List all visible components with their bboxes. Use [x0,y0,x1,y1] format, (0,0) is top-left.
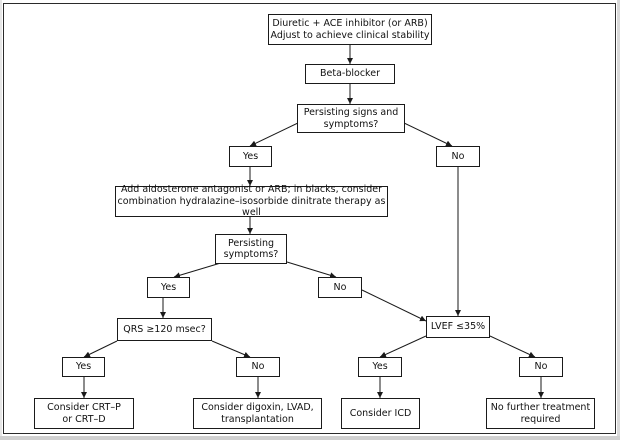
bottom-edge-strip [0,436,620,440]
no-box-signs: No [436,146,480,167]
left-edge-strip [0,0,2,440]
consider-icd-box: Consider ICD [341,398,420,429]
persisting-symptoms-question-box: Persisting symptoms? [215,234,287,264]
yes-box-lvef: Yes [358,357,402,377]
persisting-signs-question-box: Persisting signs and symptoms? [297,104,405,133]
yes-box-signs: Yes [229,146,272,167]
arrow-lvef-to-yes [379,335,427,358]
right-edge-strip [617,0,620,440]
qrs-question-box: QRS ≥120 msec? [117,318,212,341]
lvef-question-box: LVEF ≤35% [426,316,490,338]
arrow-persisting-symptoms-to-yes [173,261,225,279]
no-box-lvef: No [519,357,563,377]
no-box-symptoms: No [318,277,362,298]
diagram-frame [3,3,616,434]
consider-crt-box: Consider CRT–P or CRT–D [34,398,134,429]
arrow-persisting-symptoms-to-no [286,261,337,279]
no-box-qrs: No [236,357,280,377]
beta-blocker-box: Beta-blocker [305,64,395,84]
arrow-persisting-signs-to-yes [249,121,301,147]
arrow-persisting-signs-to-no [401,121,453,147]
consider-digoxin-box: Consider digoxin, LVAD, transplantation [193,398,322,429]
no-further-treatment-box: No further treatment required [486,398,595,429]
arrow-qrs-to-no [211,340,251,358]
aldosterone-antagonist-box: Add aldosterone antagonist or ARB; in bl… [115,184,388,218]
start-diuretic-ace-box: Diuretic + ACE inhibitor (or ARB) Adjust… [268,14,432,45]
arrow-qrs-to-yes [83,340,118,358]
yes-box-symptoms: Yes [147,277,190,298]
arrow-no-to-lvef-side [361,289,427,322]
arrow-lvef-to-no [489,335,536,358]
yes-box-qrs: Yes [62,357,105,377]
